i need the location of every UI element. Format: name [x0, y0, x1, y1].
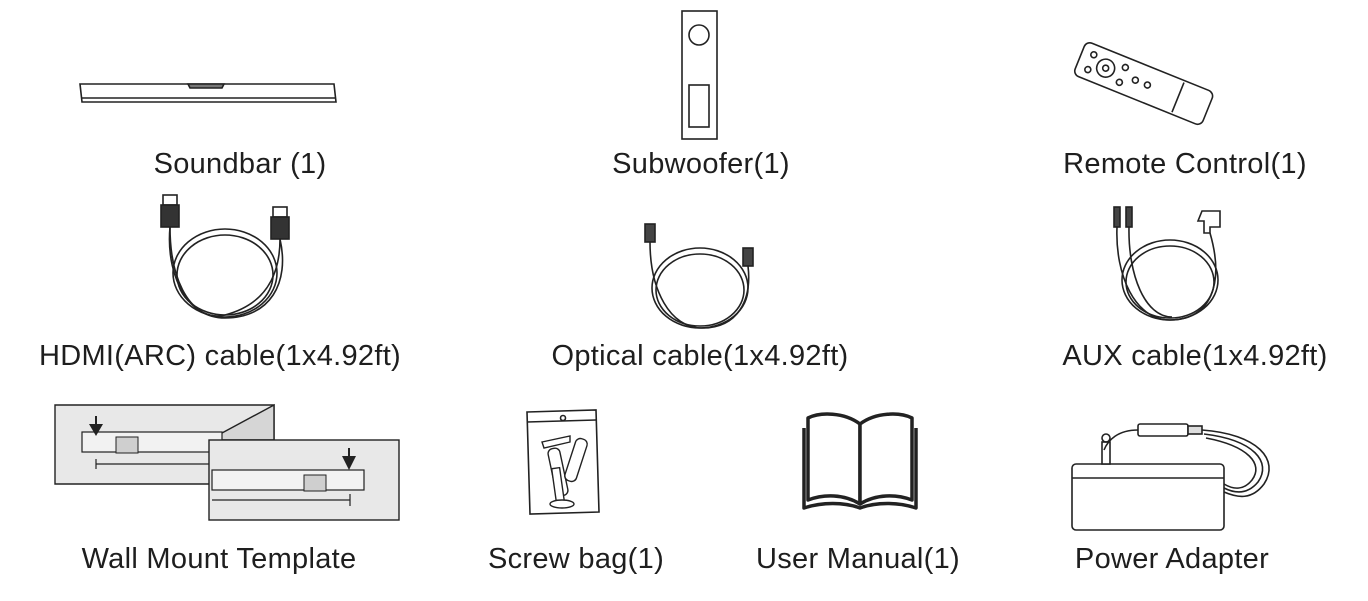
optical-cable-icon: [644, 223, 754, 329]
subwoofer-label: Subwoofer(1): [612, 148, 790, 180]
wall-template-label: Wall Mount Template: [81, 543, 357, 575]
aux-cable-label: AUX cable(1x4.92ft): [1062, 340, 1328, 372]
hdmi-cable-icon: [160, 194, 290, 319]
soundbar-label: Soundbar (1): [153, 148, 327, 180]
screw-bag-label: Screw bag(1): [487, 543, 665, 575]
manual-icon: [802, 412, 918, 510]
wall-template-icon: [54, 403, 400, 521]
remote-control-icon: [1073, 41, 1214, 126]
power-adapter-icon: [1071, 423, 1270, 531]
soundbar-icon: [79, 83, 337, 103]
subwoofer-icon: [681, 10, 718, 140]
optical-cable-label: Optical cable(1x4.92ft): [551, 340, 849, 372]
manual-label: User Manual(1): [755, 543, 961, 575]
aux-cable-icon: [1113, 206, 1221, 321]
screw-bag-icon: [526, 409, 600, 515]
hdmi-cable-label: HDMI(ARC) cable(1x4.92ft): [38, 340, 402, 372]
remote-control-label: Remote Control(1): [1063, 148, 1307, 180]
power-adapter-label: Power Adapter: [1074, 543, 1270, 575]
